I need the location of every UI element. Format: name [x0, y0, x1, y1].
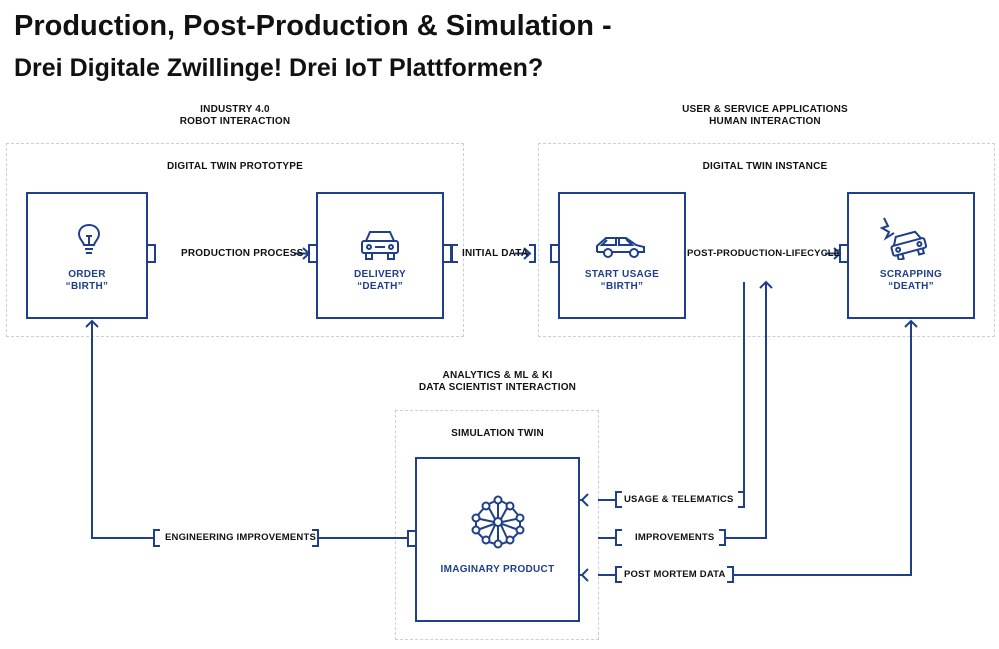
- initial-data-label: INITIAL DATA: [462, 248, 529, 259]
- order-line1: ORDER: [68, 269, 106, 280]
- prototype-group: [6, 143, 464, 337]
- section-analytics-line2: DATA SCIENTIST INTERACTION: [418, 382, 577, 393]
- order-box: [26, 192, 148, 319]
- network-brain-icon: [471, 495, 525, 549]
- section-industry-line1: INDUSTRY 4.0: [200, 104, 270, 115]
- section-analytics: ANALYTICS & ML & KI DATA SCIENTIST INTER…: [380, 370, 615, 394]
- start-usage-line1: START USAGE: [584, 269, 660, 280]
- imaginary-left-port: [407, 530, 415, 547]
- start-usage-label: START USAGE “BIRTH”: [558, 269, 686, 293]
- usage-telematics-label: USAGE & TELEMATICS: [624, 494, 734, 505]
- start-input-port: [550, 244, 558, 263]
- scrapping-line2: “DEATH”: [888, 281, 934, 292]
- section-user-line2: HUMAN INTERACTION: [709, 116, 821, 127]
- crashed-car-icon: [880, 217, 928, 260]
- group-title-simulation: SIMULATION TWIN: [451, 428, 544, 439]
- page-subtitle: Drei Digitale Zwillinge! Drei IoT Plattf…: [14, 54, 544, 82]
- order-line2: “BIRTH”: [65, 281, 109, 292]
- scrapping-box: [847, 192, 975, 319]
- delivery-line2: “DEATH”: [357, 281, 403, 292]
- post-production-label: POST-PRODUCTION-LIFECYCLE: [687, 248, 841, 259]
- delivery-label: DELIVERY “DEATH”: [316, 269, 444, 293]
- section-user-service: USER & SERVICE APPLICATIONS HUMAN INTERA…: [640, 104, 890, 128]
- post-mortem-line: [733, 321, 912, 576]
- group-title-instance: DIGITAL TWIN INSTANCE: [702, 161, 828, 172]
- simulation-group: [395, 410, 599, 640]
- section-industry-line2: ROBOT INTERACTION: [179, 116, 291, 127]
- scrapping-label: SCRAPPING “DEATH”: [847, 269, 975, 293]
- improvements-label: IMPROVEMENTS: [635, 532, 715, 543]
- production-process-label: PRODUCTION PROCESS: [181, 248, 304, 259]
- delivery-line1: DELIVERY: [353, 269, 407, 280]
- section-user-line1: USER & SERVICE APPLICATIONS: [682, 104, 848, 115]
- start-usage-box: [558, 192, 686, 319]
- page-title: Production, Post-Production & Simulation…: [14, 10, 612, 42]
- engineering-improvements-label: ENGINEERING IMPROVEMENTS: [165, 532, 317, 543]
- post-mortem-label: POST MORTEM DATA: [624, 569, 726, 580]
- engineering-return-line: [91, 321, 154, 539]
- order-label: ORDER “BIRTH”: [26, 269, 148, 293]
- car-front-icon: [361, 231, 399, 260]
- section-analytics-line1: ANALYTICS & ML & KI: [442, 370, 553, 381]
- group-title-prototype: DIGITAL TWIN PROTOTYPE: [166, 161, 304, 172]
- lightbulb-icon: [77, 223, 101, 254]
- start-usage-line2: “BIRTH”: [600, 281, 644, 292]
- scrapping-line1: SCRAPPING: [879, 269, 943, 280]
- order-output-port: [148, 244, 156, 263]
- improvements-line: [725, 282, 767, 539]
- delivery-output-port: [444, 244, 452, 263]
- car-side-icon: [596, 237, 645, 258]
- section-industry: INDUSTRY 4.0 ROBOT INTERACTION: [140, 104, 330, 128]
- delivery-box: [316, 192, 444, 319]
- imaginary-product-label: IMAGINARY PRODUCT: [440, 564, 555, 575]
